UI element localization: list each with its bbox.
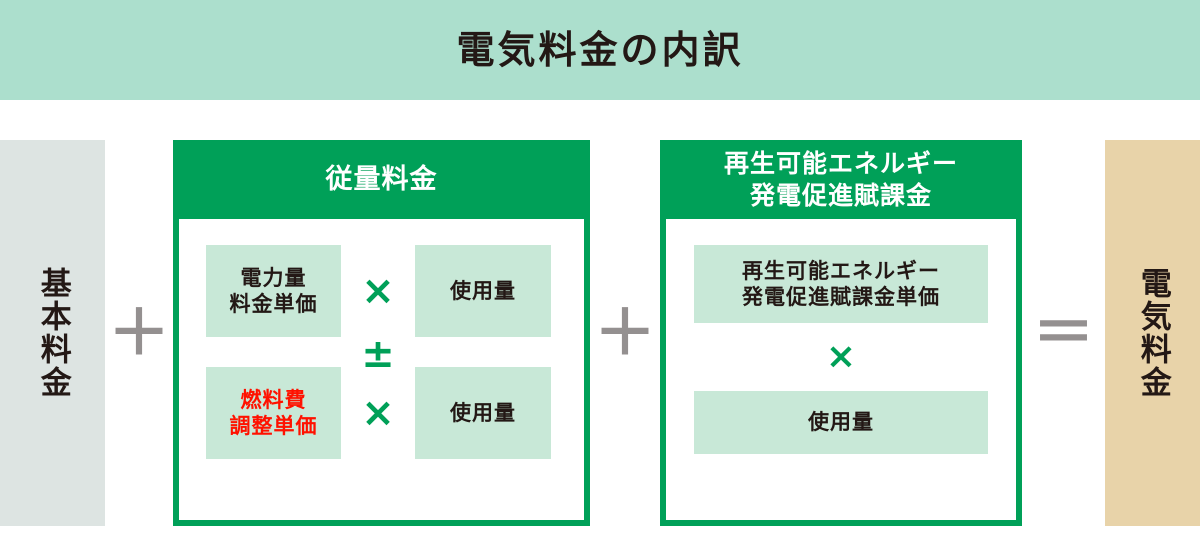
equals-operator: ＝ [1032,296,1095,369]
renewable-levy-unit-price-chip: 再生可能エネルギー発電促進賦課金単価 [694,245,988,323]
renewable-levy-body: 再生可能エネルギー発電促進賦課金単価 × 使用量 [666,219,1016,514]
usage-charge-body: 電力量料金単価 × 使用量 ± 燃料費調整単価 × 使用量 [179,219,584,514]
power-unit-price-chip: 電力量料金単価 [206,245,341,337]
fuel-adjustment-unit-price-chip: 燃料費調整単価 [206,367,341,459]
total-charge-column: 電気料金 [1105,140,1200,526]
plus-minus-operator: ± [361,331,395,377]
usage-quantity-chip-1: 使用量 [415,245,551,337]
plus-operator-2: ＋ [593,296,656,369]
basic-charge-column: 基本料金 [0,140,105,526]
usage-charge-card: 従量料金 電力量料金単価 × 使用量 ± 燃料費調整単価 × 使用量 [173,140,590,526]
basic-charge-label: 基本料金 [34,267,71,399]
plus-operator-1: ＋ [107,296,170,369]
usage-quantity-chip-3: 使用量 [694,391,988,454]
total-charge-label: 電気料金 [1134,267,1171,399]
page-title: 電気料金の内訳 [456,28,744,72]
usage-charge-heading: 従量料金 [173,140,590,219]
renewable-levy-card: 再生可能エネルギー発電促進賦課金 再生可能エネルギー発電促進賦課金単価 × 使用… [660,140,1022,526]
renewable-levy-heading: 再生可能エネルギー発電促進賦課金 [660,140,1022,219]
times-operator-1: × [361,268,395,314]
usage-quantity-chip-2: 使用量 [415,367,551,459]
title-bar: 電気料金の内訳 [0,0,1200,100]
times-operator-2: × [361,390,395,436]
times-operator-3: × [825,336,857,377]
